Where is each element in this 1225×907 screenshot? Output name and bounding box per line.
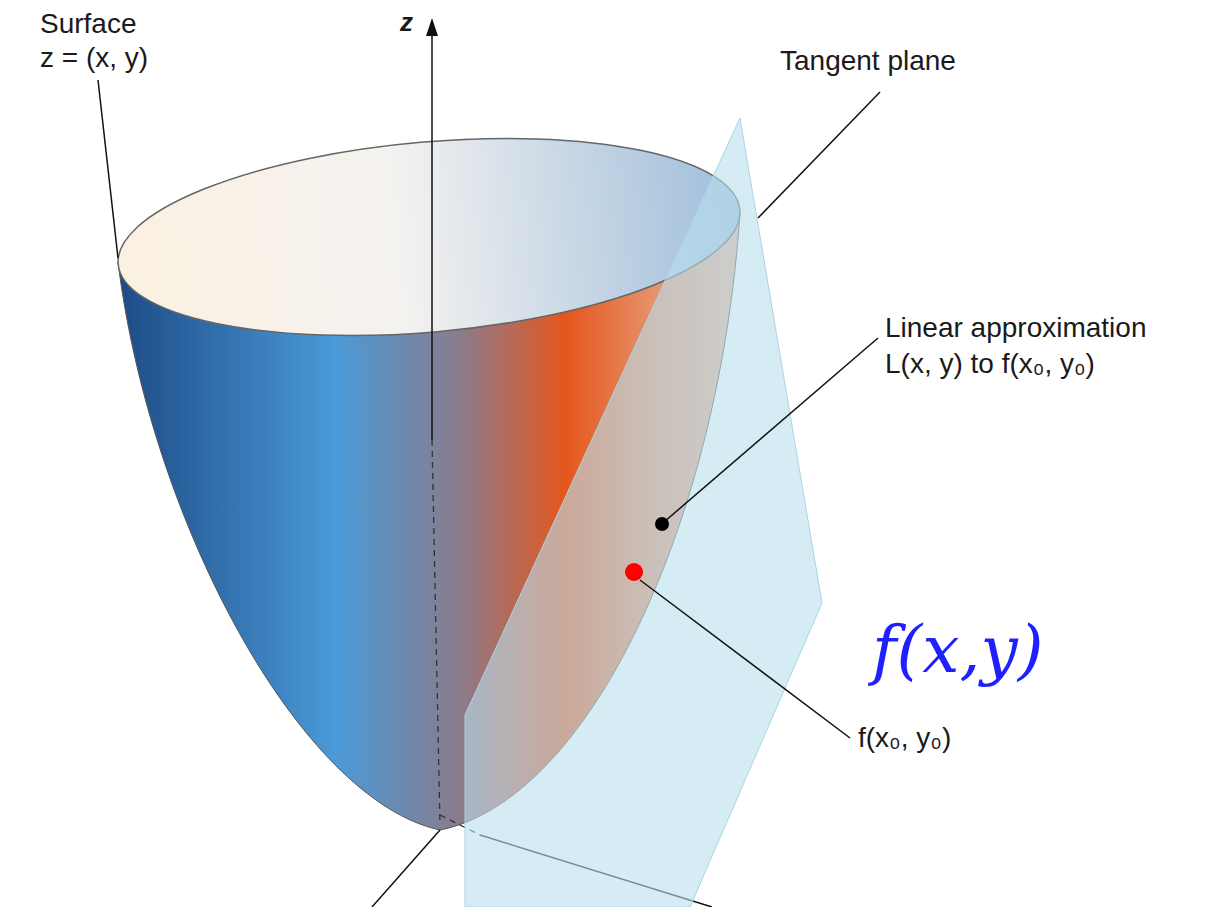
axis-arrowhead	[426, 18, 438, 36]
point-label: f(x₀, y₀)	[858, 722, 951, 754]
axis-label: z	[400, 8, 413, 38]
approximation-formula: L(x, y) to f(x₀, y₀)	[885, 348, 1095, 380]
surface-label: Surface	[40, 8, 137, 40]
leader-line	[664, 338, 878, 522]
handwritten-note: f(x,y)	[872, 612, 1043, 688]
surface-equation: z = (x, y)	[40, 42, 148, 74]
z-axis	[431, 30, 433, 440]
plane-label: Tangent plane	[780, 45, 956, 77]
x-axis	[372, 830, 440, 907]
approximation-point	[655, 517, 669, 531]
z-axis-hidden	[432, 440, 440, 825]
leader-line	[98, 80, 118, 258]
leader-line	[758, 92, 880, 218]
leader-line	[640, 580, 850, 738]
approximation-label: Linear approximation	[885, 312, 1147, 344]
surface-point	[625, 563, 643, 581]
tangent-plane	[465, 118, 822, 907]
